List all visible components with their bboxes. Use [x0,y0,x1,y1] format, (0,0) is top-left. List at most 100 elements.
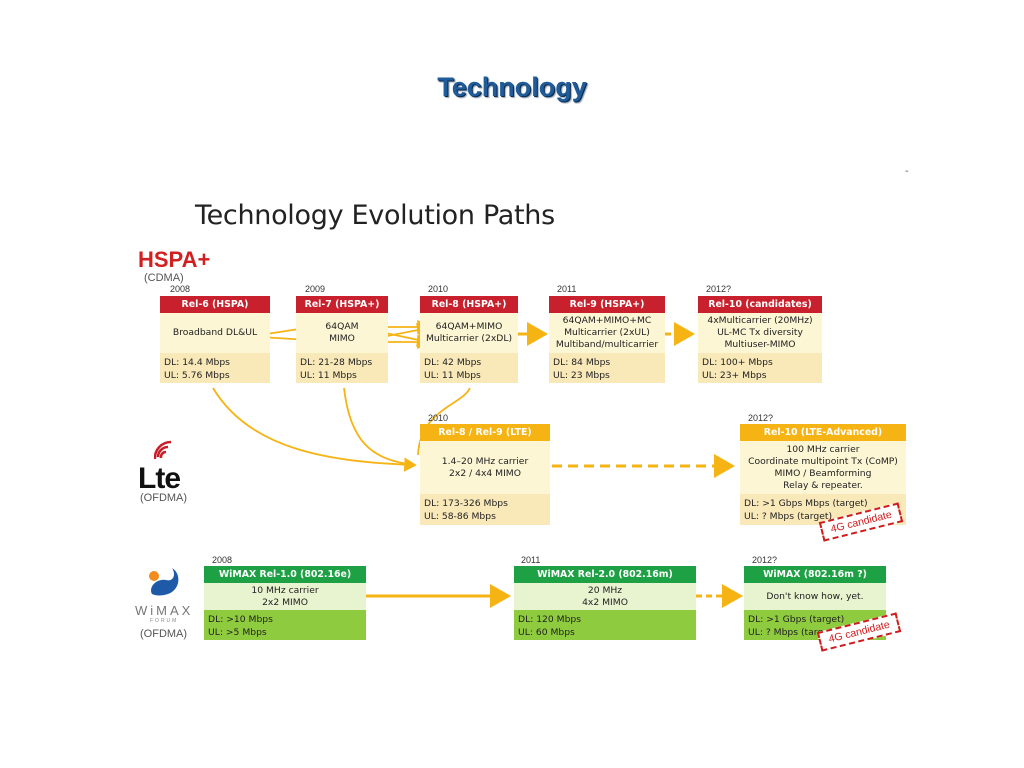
lteadv-body-line: Coordinate multipoint Tx (CoMP) [748,455,898,467]
wimax1-body-line: 2x2 MIMO [262,596,308,608]
rel9-body: 64QAM+MIMO+MC Multicarrier (2xUL) Multib… [549,313,665,353]
wimax-track-sub: (OFDMA) [140,628,188,640]
wimax2-body-line: 4x2 MIMO [582,596,628,608]
rel8-rates: DL: 42 Mbps UL: 11 Mbps [420,353,518,383]
rel6-rates: DL: 14.4 Mbps UL: 5.76 Mbps [160,353,270,383]
lte89-header: Rel-8 / Rel-9 (LTE) [420,424,550,441]
rel9-year: 2011 [557,284,577,294]
rel7-body-line: MIMO [329,333,355,344]
wimax1-year: 2008 [212,555,233,565]
wimax1-body: 10 MHz carrier 2x2 MIMO [204,583,366,610]
rel8-body: 64QAM+MIMO Multicarrier (2xDL) [420,313,518,353]
rel6-dl: DL: 14.4 Mbps [164,357,230,368]
lteadv-ul: UL: ? Mbps (target) [744,510,833,522]
curve-rel6-lte [212,387,417,472]
rel7-dl: DL: 21-28 Mbps [300,357,373,368]
wimax2-header: WiMAX Rel-2.0 (802.16m) [514,566,696,583]
lteadv-body-line: MIMO / Beamforming [774,467,872,479]
rel8-dl: DL: 42 Mbps [424,357,482,368]
wimax2-rates: DL: 120 Mbps UL: 60 Mbps [514,610,696,640]
wimaxm-body-line: Don't know how, yet. [766,590,864,602]
lte89-box: Rel-8 / Rel-9 (LTE) 1.4–20 MHz carrier 2… [420,424,550,525]
lte89-body: 1.4–20 MHz carrier 2x2 / 4x4 MIMO [420,441,550,494]
rel10-body-line: Multiuser-MIMO [724,339,796,350]
rel10-body-line: UL-MC Tx diversity [717,327,803,338]
lte89-year: 2010 [428,413,449,423]
rel7-rates: DL: 21-28 Mbps UL: 11 Mbps [296,353,388,383]
wimax2-box: WiMAX Rel-2.0 (802.16m) 20 MHz 4x2 MIMO … [514,566,696,640]
lteadv-body-line: 100 MHz carrier [786,443,860,455]
rel7-body: 64QAM MIMO [296,313,388,353]
wimaxm-body: Don't know how, yet. [744,583,886,610]
wimax2-ul: UL: 60 Mbps [518,626,575,638]
rel9-body-line: Multiband/multicarrier [555,339,659,350]
rel6-body: Broadband DL&UL [160,313,270,353]
rel6-header: Rel-6 (HSPA) [160,296,270,313]
rel7-body-line: 64QAM [325,321,359,332]
rel9-rates: DL: 84 Mbps UL: 23 Mbps [549,353,665,383]
lteadv-year: 2012? [748,413,774,423]
rel6-box: Rel-6 (HSPA) Broadband DL&UL DL: 14.4 Mb… [160,296,270,383]
rel9-ul: UL: 23 Mbps [553,369,610,381]
rel10-header: Rel-10 (candidates) [698,296,822,313]
rel8-body-line: Multicarrier (2xDL) [425,333,513,344]
wimax1-ul: UL: >5 Mbps [208,626,267,638]
rel8-ul: UL: 11 Mbps [424,369,481,381]
figure-title: Technology Evolution Paths [195,200,555,231]
lteadv-dl: DL: >1 Gbps Mbps (target) [744,498,868,509]
rel9-body-line: 64QAM+MIMO+MC [562,315,652,326]
wimax1-dl: DL: >10 Mbps [208,614,273,625]
lteadv-body: 100 MHz carrier Coordinate multipoint Tx… [740,441,906,494]
lte89-body-line: 2x2 / 4x4 MIMO [449,467,521,479]
rel6-year: 2008 [170,284,191,294]
lte89-ul: UL: 58-86 Mbps [424,510,496,522]
wimaxm-header: WiMAX (802.16m ?) [744,566,886,583]
rel7-box: Rel-7 (HSPA+) 64QAM MIMO DL: 21-28 Mbps … [296,296,388,383]
rel6-body-line: Broadband DL&UL [172,327,258,338]
lte89-dl: DL: 173-326 Mbps [424,498,508,509]
rel7-year: 2009 [305,284,326,294]
rel10-ul: UL: 23+ Mbps [702,369,767,381]
rel9-body-line: Multicarrier (2xUL) [564,327,650,338]
rel7-ul: UL: 11 Mbps [300,369,357,381]
rel9-box: Rel-9 (HSPA+) 64QAM+MIMO+MC Multicarrier… [549,296,665,383]
rel7-header: Rel-7 (HSPA+) [296,296,388,313]
rel8-box: Rel-8 (HSPA+) 64QAM+MIMO Multicarrier (2… [420,296,518,383]
wimax2-year: 2011 [521,555,541,565]
rel6-ul: UL: 5.76 Mbps [164,369,230,381]
rel8-year: 2010 [428,284,449,294]
lte89-rates: DL: 173-326 Mbps UL: 58-86 Mbps [420,494,550,525]
minus-mark: - [905,166,909,177]
wimax2-body: 20 MHz 4x2 MIMO [514,583,696,610]
wimax2-body-line: 20 MHz [587,584,623,596]
rel10-body: 4xMulticarrier (20MHz) UL-MC Tx diversit… [698,313,822,353]
rel8-header: Rel-8 (HSPA+) [420,296,518,313]
hspa-track-sub: (CDMA) [144,272,184,284]
lteadv-header: Rel-10 (LTE-Advanced) [740,424,906,441]
lte89-body-line: 1.4–20 MHz carrier [441,455,529,467]
slide-title: Technology [437,72,587,102]
rel10-rates: DL: 100+ Mbps UL: 23+ Mbps [698,353,822,383]
wimax1-body-line: 10 MHz carrier [251,584,319,596]
rel10-box: Rel-10 (candidates) 4xMulticarrier (20MH… [698,296,822,383]
wimax-forum-word: FORUM [150,618,179,624]
wimax1-rates: DL: >10 Mbps UL: >5 Mbps [204,610,366,640]
wimax-logo-icon [149,568,179,596]
lte-wave-icon [154,440,172,460]
curve-rel7-lte [343,387,416,466]
rel9-dl: DL: 84 Mbps [553,357,611,368]
rel10-body-line: 4xMulticarrier (20MHz) [707,315,813,326]
hspa-track-name: HSPA+ [138,247,211,272]
wimax2-dl: DL: 120 Mbps [518,614,582,625]
rel8-body-line: 64QAM+MIMO [435,321,503,332]
rel9-header: Rel-9 (HSPA+) [549,296,665,313]
wimaxm-dl: DL: >1 Gbps (target) [748,614,845,625]
wimax1-box: WiMAX Rel-1.0 (802.16e) 10 MHz carrier 2… [204,566,366,640]
wimaxm-ul: UL: ? Mbps (target) [748,626,837,638]
wimax1-header: WiMAX Rel-1.0 (802.16e) [204,566,366,583]
lteadv-body-line: Relay & repeater. [783,479,863,491]
lte-track-sub: (OFDMA) [140,492,188,504]
lte-logo: Lte [138,462,181,495]
wimaxm-year: 2012? [752,555,778,565]
